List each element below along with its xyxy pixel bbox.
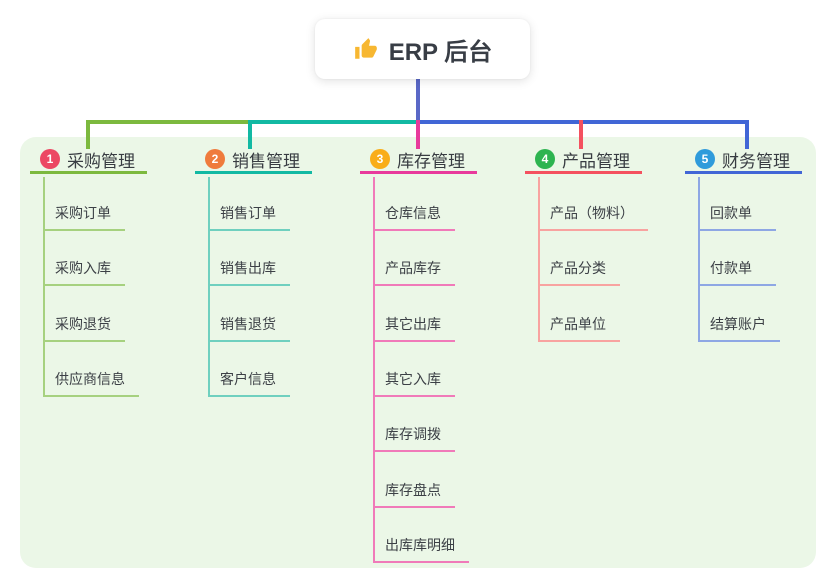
leaf-node[interactable]: 其它入库: [373, 369, 455, 397]
leaf-node[interactable]: 采购订单: [43, 203, 125, 231]
leaf-node[interactable]: 付款单: [698, 258, 776, 286]
leaf-node[interactable]: 采购入库: [43, 258, 125, 286]
leaf-node[interactable]: 库存盘点: [373, 480, 455, 508]
leaf-node[interactable]: 回款单: [698, 203, 776, 231]
leaf-node[interactable]: 产品单位: [538, 314, 620, 342]
leaf-node[interactable]: 产品库存: [373, 258, 455, 286]
leaf-node[interactable]: 销售退货: [208, 314, 290, 342]
branch-node-4[interactable]: 4 产品管理: [525, 147, 642, 174]
leaf-node[interactable]: 其它出库: [373, 314, 455, 342]
connector-drop-2: [248, 120, 252, 149]
branch-title-label: 财务管理: [722, 151, 790, 171]
branch-number-badge: 4: [535, 149, 555, 169]
branch-number-badge: 1: [40, 149, 60, 169]
leaf-node[interactable]: 产品分类: [538, 258, 620, 286]
branch-title-label: 库存管理: [397, 151, 465, 171]
branch-subtree-line: [698, 177, 700, 342]
connector-drop-5: [745, 120, 749, 149]
branch-number-badge: 3: [370, 149, 390, 169]
root-node[interactable]: ERP 后台: [315, 19, 530, 79]
leaf-node[interactable]: 采购退货: [43, 314, 125, 342]
branch-subtree-line: [373, 177, 375, 563]
branch-node-1[interactable]: 1 采购管理: [30, 147, 147, 174]
branch-subtree-line: [43, 177, 45, 397]
leaf-node[interactable]: 产品（物料）: [538, 203, 648, 231]
branch-number-badge: 2: [205, 149, 225, 169]
branch-subtree-line: [208, 177, 210, 397]
connector-horizontal: [420, 120, 749, 124]
connector-drop-4: [579, 120, 583, 149]
branches-panel: [20, 137, 816, 568]
leaf-node[interactable]: 结算账户: [698, 314, 780, 342]
branch-title-label: 采购管理: [67, 151, 135, 171]
branch-node-3[interactable]: 3 库存管理: [360, 147, 477, 174]
branch-title-label: 销售管理: [232, 151, 300, 171]
leaf-node[interactable]: 客户信息: [208, 369, 290, 397]
branch-node-5[interactable]: 5 财务管理: [685, 147, 802, 174]
leaf-node[interactable]: 仓库信息: [373, 203, 455, 231]
connector-horizontal: [250, 120, 420, 124]
leaf-node[interactable]: 供应商信息: [43, 369, 139, 397]
root-node-title: ERP 后台: [388, 38, 493, 66]
branch-subtree-line: [538, 177, 540, 342]
connector-horizontal: [86, 120, 252, 124]
branch-node-2[interactable]: 2 销售管理: [195, 147, 312, 174]
connector-drop-3: [416, 120, 420, 149]
leaf-node[interactable]: 销售订单: [208, 203, 290, 231]
branch-number-badge: 5: [695, 149, 715, 169]
leaf-node[interactable]: 销售出库: [208, 258, 290, 286]
branch-title-label: 产品管理: [562, 151, 630, 171]
connector-drop-1: [86, 120, 90, 149]
thumbs-up-icon: [353, 36, 379, 62]
root-connector-stem: [416, 79, 420, 120]
leaf-node[interactable]: 出库库明细: [373, 535, 469, 563]
leaf-node[interactable]: 库存调拨: [373, 424, 455, 452]
